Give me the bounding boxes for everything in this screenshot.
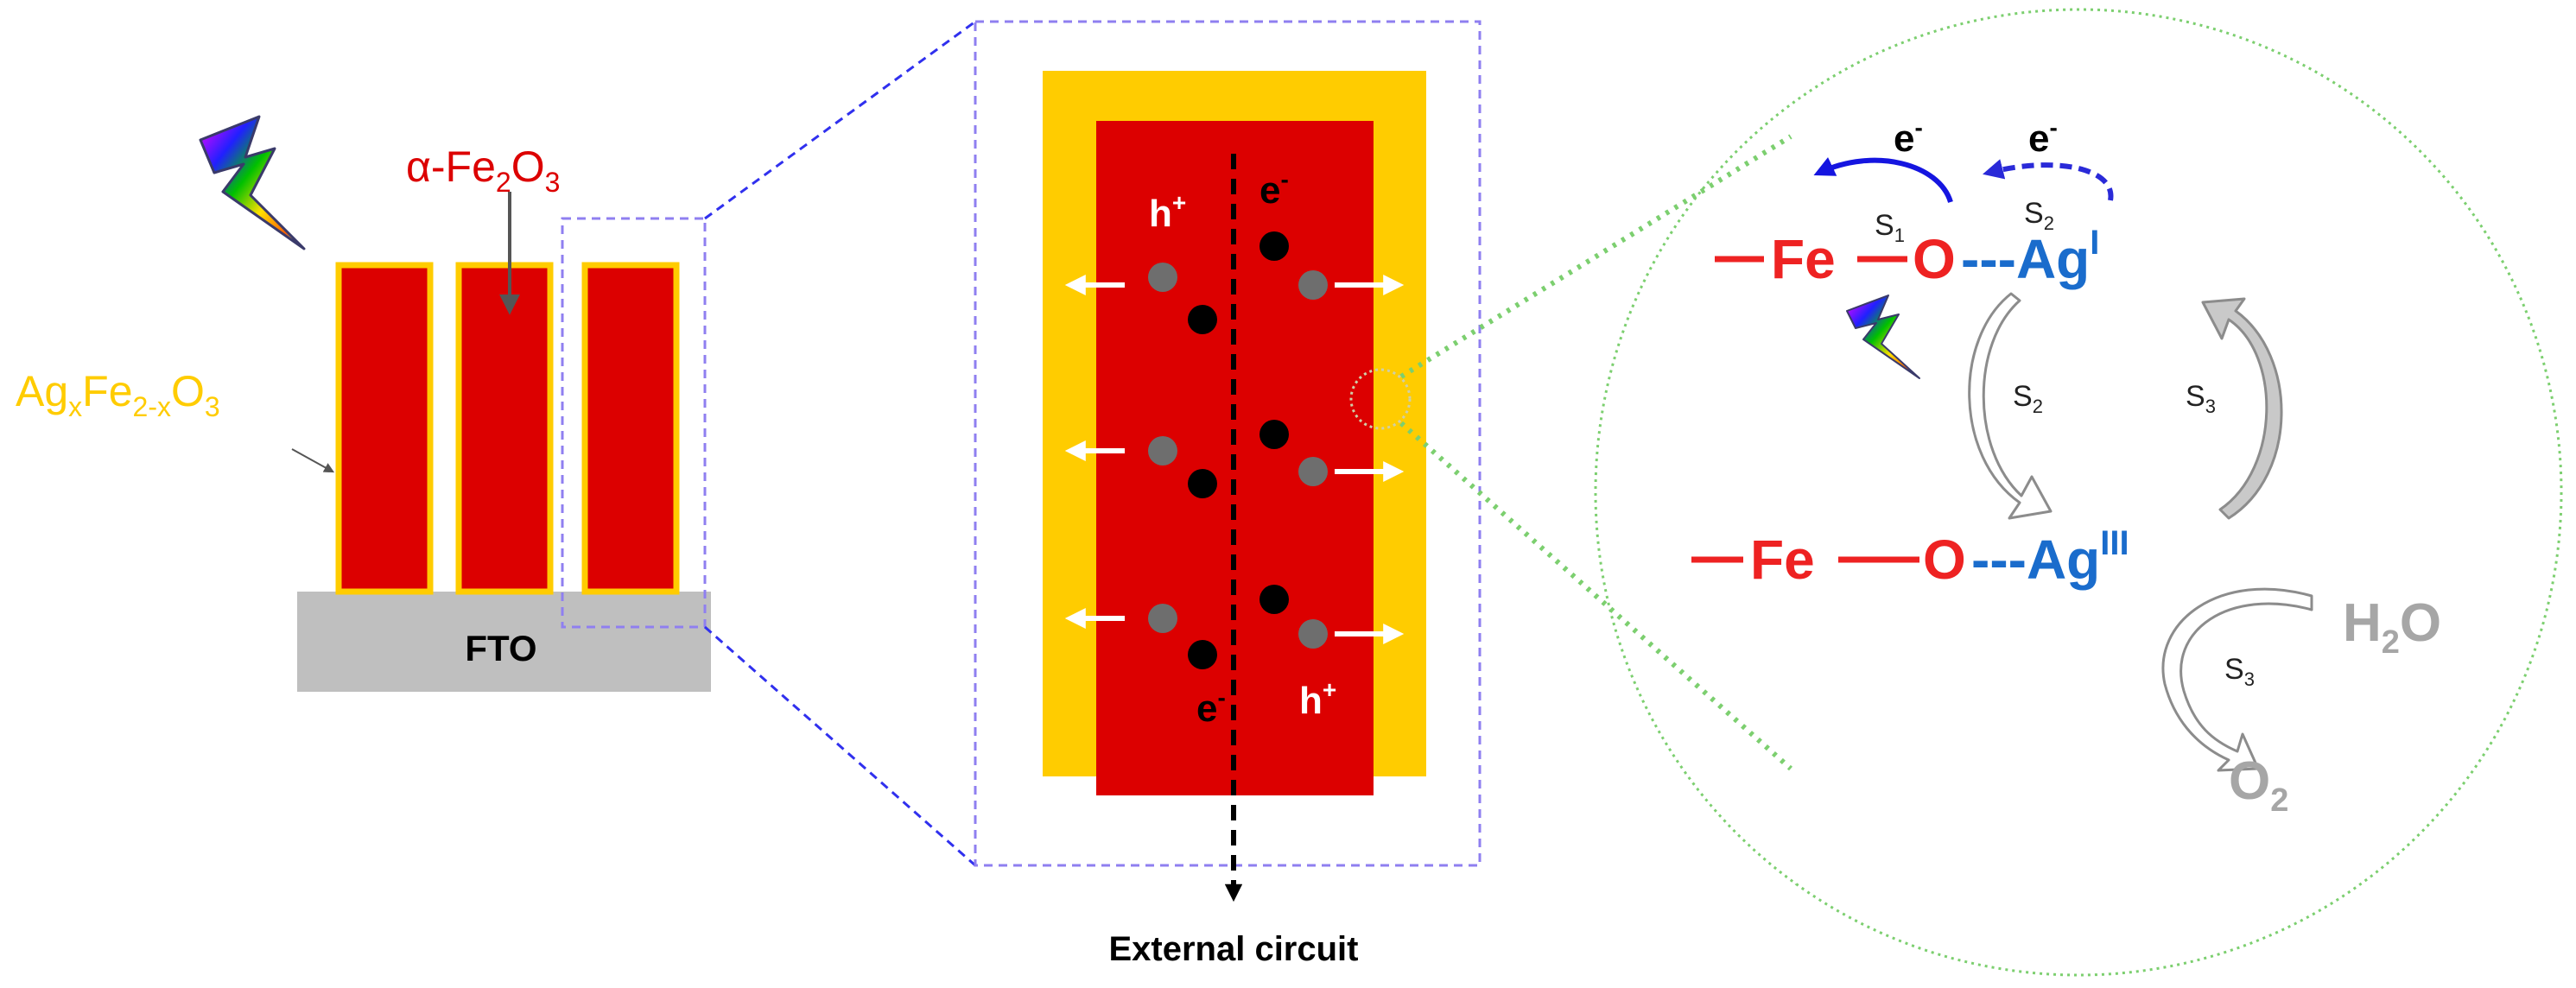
electron-transfer-arrow-s1 (1813, 157, 1953, 204)
electron (1259, 231, 1289, 261)
middle-panel: h+ e- e- h+ External circuit (974, 20, 1482, 968)
magnified-interface-circle (1594, 8, 2563, 977)
water-oxidation-arrow (2161, 587, 2313, 772)
water-label: H2O (2343, 593, 2441, 661)
ag-site-3: ---AgIII (1971, 524, 2129, 591)
electron-label-s2: e- (2028, 114, 2058, 160)
magnifier-line-top (1399, 134, 1792, 379)
hole (1298, 270, 1328, 300)
hole-label-bottom: h+ (1299, 676, 1336, 722)
hole (1148, 436, 1177, 466)
electron (1188, 640, 1217, 669)
magnifier-circle-small (1349, 368, 1412, 430)
cycle-arrow-s2 (1968, 292, 2053, 520)
fe-atom-2: Fe (1750, 529, 1815, 591)
agfeo-shell-label: AgxFe2-xO3 (16, 367, 220, 422)
o-atom-1: O (1913, 228, 1956, 290)
o-atom-2: O (1923, 529, 1966, 591)
fto-substrate (297, 592, 711, 692)
electron (1259, 585, 1289, 614)
step-label-s3-cycle: S3 (2186, 380, 2216, 417)
fto-label: FTO (465, 628, 536, 668)
ag-site-1: ---AgI (1961, 224, 2099, 290)
electron (1188, 305, 1217, 334)
agfeo-pointer-arrow (291, 448, 335, 473)
hole (1148, 263, 1177, 292)
lightning-bolt-icon (199, 115, 306, 250)
alpha-fe2o3-label: α-Fe2O3 (406, 142, 560, 198)
electron-label-top: e- (1259, 166, 1289, 212)
oxygen-label: O2 (2229, 751, 2288, 819)
lightning-bolt-icon (1846, 294, 1920, 379)
hole (1298, 457, 1328, 486)
nanorod-1 (335, 262, 434, 595)
electron-transfer-arrow-s2 (1983, 159, 2114, 201)
hole (1148, 604, 1177, 633)
magnifier-line-bottom (1399, 421, 1792, 771)
electron (1259, 420, 1289, 449)
nanorod-3 (581, 262, 680, 595)
zoom-detail-box (974, 20, 1482, 867)
zoom-selection-box (561, 217, 707, 629)
step-label-s2-cycle: S2 (2013, 380, 2043, 417)
step-label-s3-water: S3 (2224, 653, 2255, 690)
hole-label-top: h+ (1149, 189, 1186, 235)
nanorod-2 (455, 262, 554, 595)
zoom-line-bottom (704, 625, 976, 867)
hole (1298, 619, 1328, 649)
right-panel: e- e- S1 S2 Fe O ---AgI S2 S3 (1349, 8, 2563, 977)
step-label-s2-top: S2 (2024, 197, 2054, 234)
left-panel: FTO α-Fe2O3 AgxFe2-xO3 (16, 20, 976, 867)
external-circuit-label: External circuit (1108, 930, 1358, 968)
electron-label-bottom: e- (1196, 684, 1226, 730)
electron (1188, 469, 1217, 498)
step-label-s1: S1 (1875, 209, 1905, 246)
electron-label-s1: e- (1894, 114, 1923, 160)
fe-atom-1: Fe (1771, 228, 1836, 290)
zoom-line-top (704, 20, 976, 220)
cycle-arrow-s3 (2201, 297, 2283, 520)
